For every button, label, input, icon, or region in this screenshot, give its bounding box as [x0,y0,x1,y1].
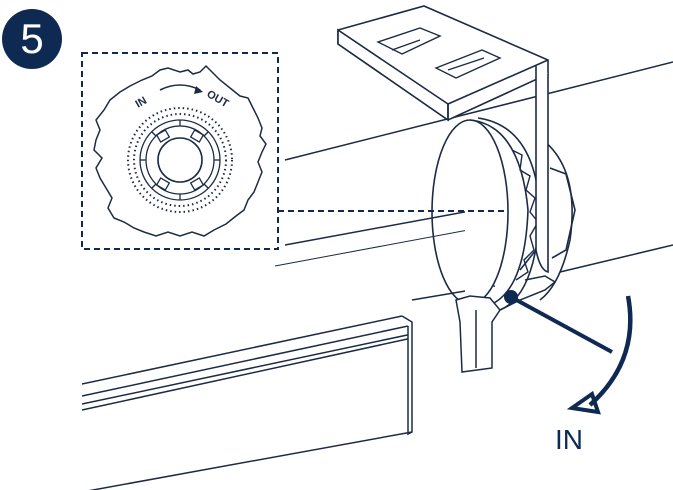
detail-inset: IN OUT [81,52,505,250]
step-number-badge: 5 [2,9,62,69]
inset-label-in: IN [134,95,150,111]
pointer-leader [504,290,613,354]
notch-segments [140,120,220,200]
rail-profile [81,315,413,490]
outer-dot-ring [127,107,233,213]
hub-center [157,137,203,183]
mounting-bracket [337,5,549,274]
direction-label: IN [555,424,583,455]
direction-arrow [566,295,633,415]
middle-dot-ring [133,113,227,207]
